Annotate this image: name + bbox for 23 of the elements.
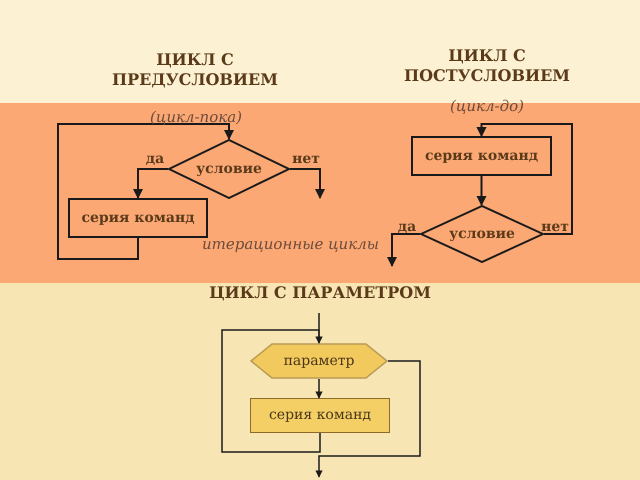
subtitle: (цикл-до): [449, 97, 525, 115]
process-box: серия команд: [68, 198, 208, 238]
edge-label: да: [398, 220, 416, 234]
arrow: [387, 233, 420, 267]
arrow: [476, 123, 573, 235]
arrow: [315, 379, 323, 399]
section-title: ЦИКЛ С ПРЕДУСЛОВИЕМ: [111, 50, 279, 90]
process-box: серия команд: [411, 136, 552, 176]
edge-label: да: [146, 152, 164, 166]
decision-diamond: условие: [168, 139, 290, 199]
process-box: серия команд: [250, 398, 390, 433]
subtitle: (цикл-пока): [149, 108, 243, 126]
arrow: [57, 123, 234, 260]
section-title: ЦИКЛ С ПАРАМЕТРОМ: [208, 283, 432, 303]
edge-label: нет: [292, 152, 320, 166]
arrow: [315, 360, 421, 478]
arrow: [133, 168, 168, 199]
arrow: [476, 176, 486, 206]
arrow: [290, 168, 325, 199]
loop-hexagon: параметр: [250, 343, 388, 379]
arrow: [221, 329, 323, 453]
edge-label: нет: [541, 220, 569, 234]
section-title: ЦИКЛ С ПОСТУСЛОВИЕМ: [402, 46, 572, 86]
